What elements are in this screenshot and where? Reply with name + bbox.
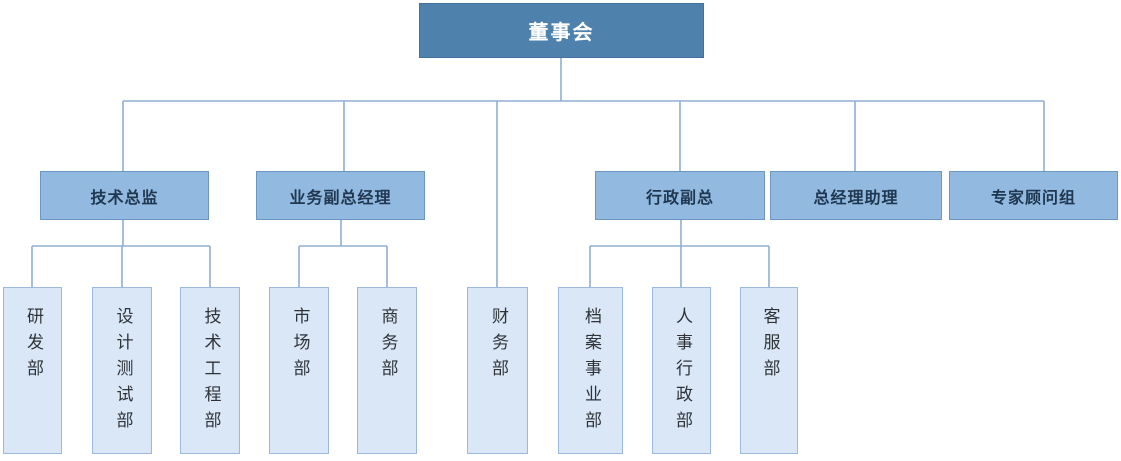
node-business-deputy-gm-label: 业务副总经理 (289, 187, 392, 207)
node-tech-director: 技术总监 (40, 171, 209, 220)
node-business-deputy-gm: 业务副总经理 (256, 171, 425, 220)
node-commerce-dept: 商务部 (357, 287, 417, 454)
connector-business-subtree (298, 220, 388, 287)
connector-tech-subtree (31, 220, 211, 287)
node-design-testing-dept-label: 设计测试部 (112, 307, 133, 437)
node-finance-dept-label: 财务部 (488, 307, 508, 385)
node-archives-dept: 档案事业部 (558, 287, 623, 454)
node-hr-admin-dept: 人事行政部 (652, 287, 711, 454)
node-admin-deputy: 行政副总 (595, 171, 765, 220)
connector-admin-subtree (589, 220, 770, 287)
node-commerce-dept-label: 商务部 (377, 307, 398, 385)
connector-root-bus (123, 58, 1044, 102)
node-tech-director-label: 技术总监 (90, 187, 159, 207)
node-marketing-dept: 市场部 (269, 287, 329, 454)
node-finance-dept: 财务部 (467, 287, 528, 454)
node-expert-advisors: 专家顾问组 (949, 171, 1118, 220)
node-rd-dept-label: 研发部 (23, 307, 43, 385)
node-gm-assistant: 总经理助理 (770, 171, 942, 220)
node-board-label: 董事会 (528, 20, 595, 44)
node-expert-advisors-label: 专家顾问组 (990, 187, 1076, 207)
node-customer-service-dept: 客服部 (740, 287, 798, 454)
node-gm-assistant-label: 总经理助理 (813, 187, 899, 207)
node-hr-admin-dept-label: 人事行政部 (672, 307, 692, 437)
node-design-testing-dept: 设计测试部 (92, 287, 152, 454)
node-tech-engineering-dept-label: 技术工程部 (200, 307, 221, 437)
node-marketing-dept-label: 市场部 (289, 307, 310, 385)
node-board: 董事会 (419, 3, 704, 58)
node-rd-dept: 研发部 (3, 287, 62, 454)
node-tech-engineering-dept: 技术工程部 (180, 287, 240, 454)
node-admin-deputy-label: 行政副总 (645, 187, 714, 207)
node-archives-dept-label: 档案事业部 (581, 307, 601, 437)
node-customer-service-dept-label: 客服部 (759, 307, 780, 385)
